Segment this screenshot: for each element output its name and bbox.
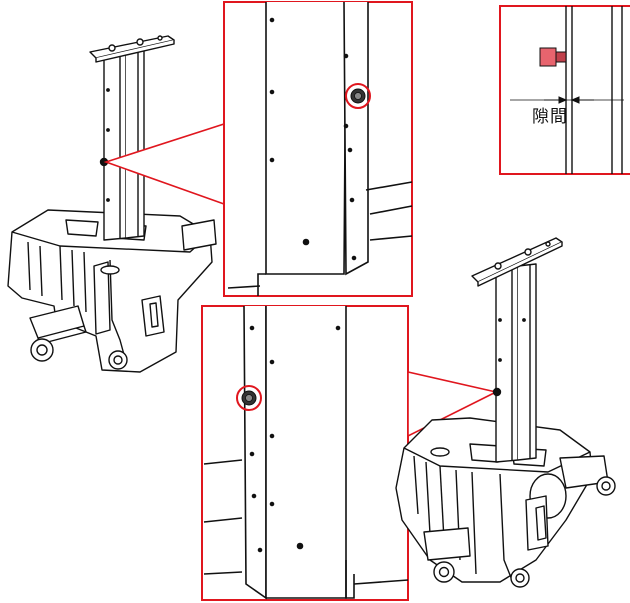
gap-dimension-arrows (544, 96, 594, 104)
top-bracket-left (89, 35, 175, 63)
column-left (103, 47, 145, 241)
base-block-right (395, 417, 593, 583)
top-bracket-right (471, 237, 563, 287)
caster-arm-left (29, 305, 128, 370)
screw-location-marker-right (492, 387, 502, 397)
stand-assembly-right (395, 237, 616, 588)
detail-box-lower (201, 305, 409, 601)
spacer-block-icon (539, 47, 567, 67)
gap-label: 隙間 (532, 107, 568, 127)
detail-box-gap: 隙間 (499, 5, 630, 175)
spacer-screw-lower (236, 385, 262, 411)
spacer-screw-upper (345, 83, 371, 109)
detail-box-upper (223, 1, 413, 297)
callout-leader-lower (407, 370, 499, 438)
stand-assembly-left (7, 35, 217, 373)
column-right (495, 263, 537, 463)
